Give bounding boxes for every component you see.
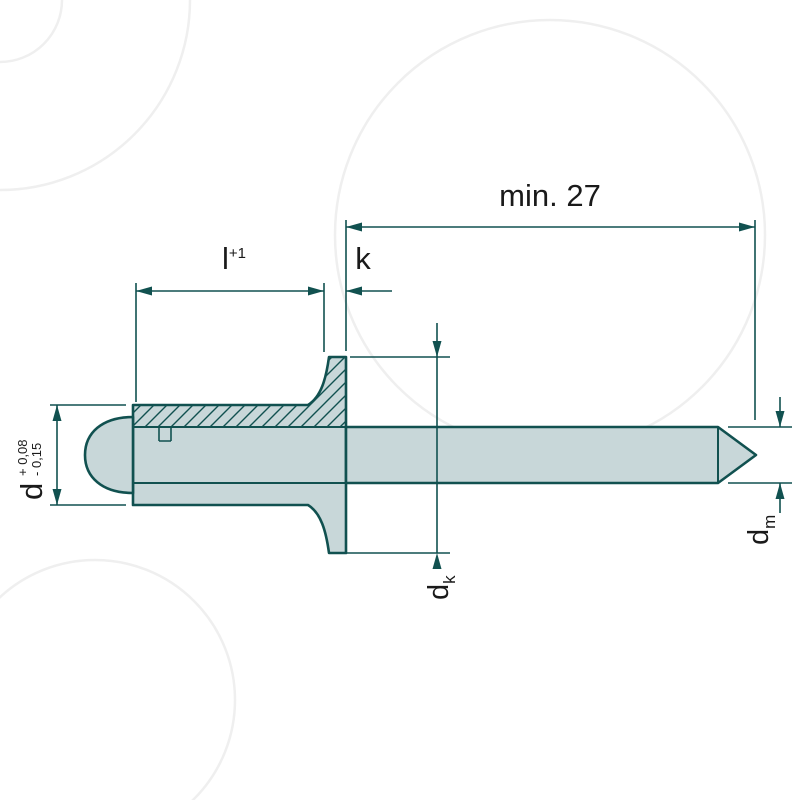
- arrowhead-up: [775, 483, 785, 499]
- dim-label-min27: min. 27: [499, 178, 601, 213]
- arrowhead-left: [136, 286, 152, 296]
- mandrel-head-dome: [83, 415, 135, 495]
- watermark-circle: [0, 0, 192, 192]
- dim-label-dm: dm: [743, 515, 779, 545]
- dim-label-d: d: [14, 483, 49, 500]
- watermark-logo: [0, 0, 767, 800]
- section-hatching: [133, 357, 346, 427]
- arrowhead-right: [739, 222, 755, 232]
- arrowhead-left: [346, 222, 362, 232]
- dim-label-d-tolerance-plus: + 0,08: [15, 439, 30, 476]
- arrowhead-left: [346, 286, 362, 296]
- dim-body-length: l+1: [135, 241, 325, 402]
- dim-label-length: l+1: [222, 241, 246, 276]
- watermark-circle: [333, 18, 767, 452]
- dim-flange-diameter: dk: [336, 323, 459, 600]
- mandrel-break-notch: [158, 427, 172, 442]
- watermark-circle: [0, 0, 64, 64]
- mandrel-stem: [344, 425, 758, 485]
- arrowhead-down: [52, 489, 62, 505]
- rivet-body-flange: [131, 355, 348, 555]
- rivet: [83, 355, 758, 555]
- dim-head-height: k: [346, 241, 392, 296]
- arrowhead-up: [432, 553, 442, 569]
- arrowhead-down: [775, 411, 785, 427]
- dim-label-dk: dk: [423, 575, 459, 600]
- dim-label-k: k: [355, 241, 371, 276]
- dim-body-diameter: d + 0,08 - 0,15: [14, 404, 126, 506]
- dim-label-d-tolerance-minus: - 0,15: [29, 443, 44, 476]
- arrowhead-down: [432, 341, 442, 357]
- arrowhead-right: [308, 286, 324, 296]
- arrowhead-up: [52, 405, 62, 421]
- dim-mandrel-diameter: dm: [728, 397, 792, 545]
- dim-mandrel-length: min. 27: [345, 178, 756, 420]
- watermark-circle: [0, 558, 237, 800]
